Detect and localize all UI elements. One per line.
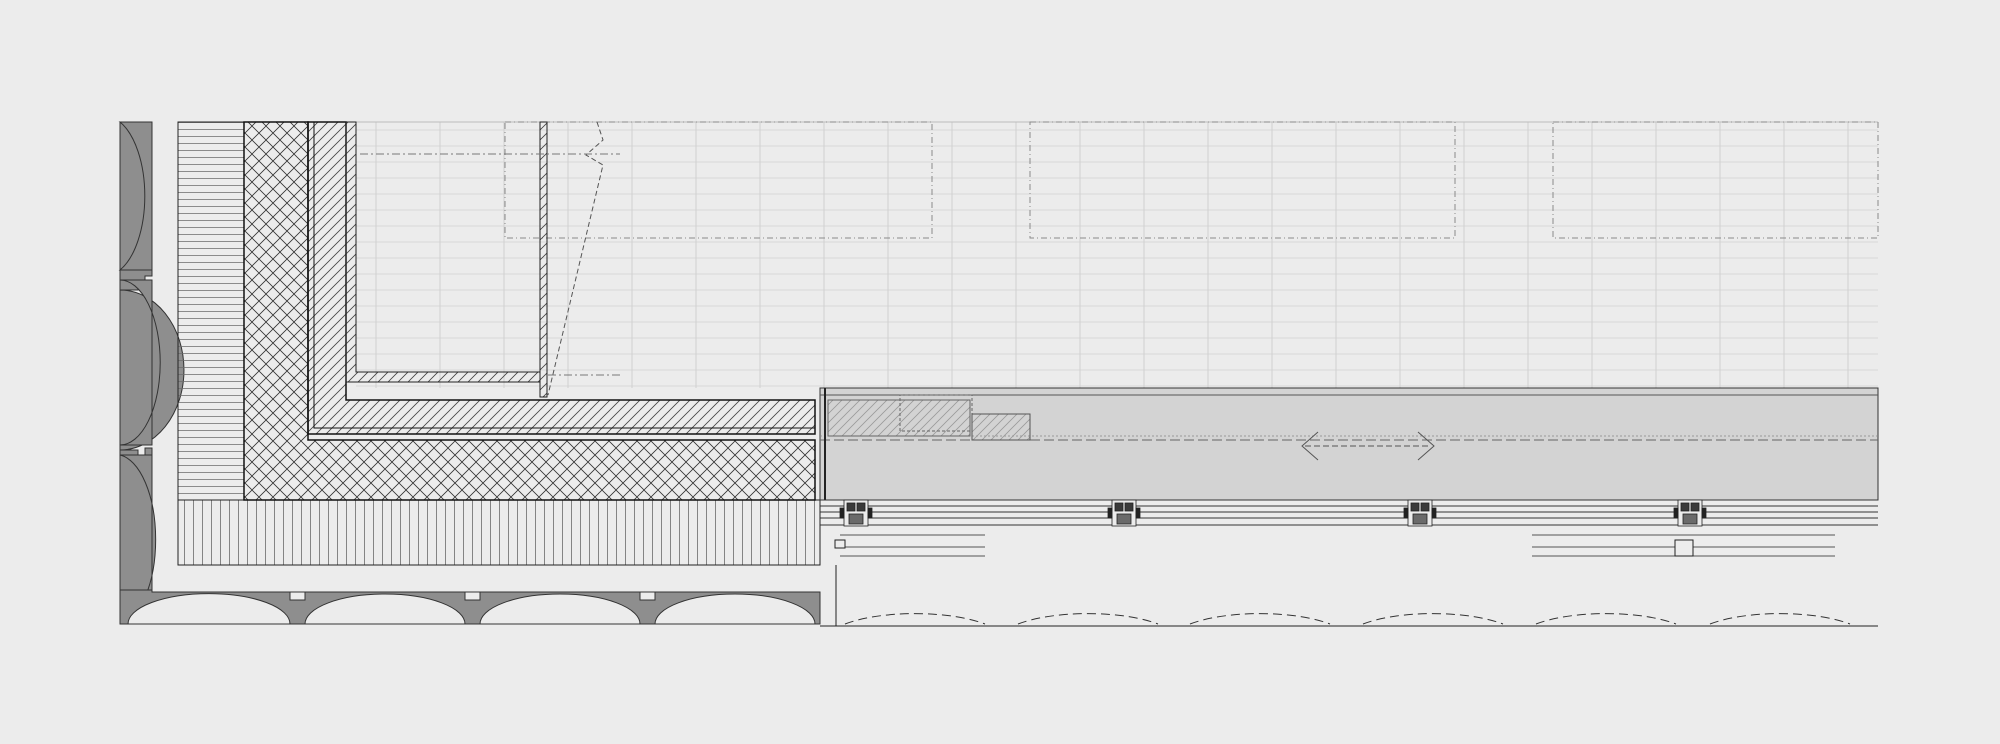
mullion-part xyxy=(1690,502,1700,512)
mullion-part xyxy=(846,502,856,512)
mullion-part xyxy=(1420,502,1430,512)
interior-lining xyxy=(345,121,541,383)
mullion-part xyxy=(1412,513,1428,525)
mullion-part xyxy=(867,507,873,519)
mullion-profile-4 xyxy=(1673,499,1707,527)
wall-inner-line xyxy=(313,122,815,429)
mullion-part xyxy=(1403,507,1409,519)
floor-grid xyxy=(356,121,1878,388)
frame-block-3 xyxy=(971,413,1031,441)
mullion-profile-2 xyxy=(1107,499,1141,527)
window-mullions xyxy=(839,499,1707,527)
door-leaf xyxy=(539,121,548,398)
mullion-part xyxy=(1701,507,1707,519)
mullion-profile-1 xyxy=(839,499,873,527)
door-swing-line xyxy=(547,121,604,396)
exterior-arcs xyxy=(844,613,1851,625)
mullion-profile-3 xyxy=(1403,499,1437,527)
sill-lines xyxy=(820,499,1878,526)
mullion-part xyxy=(1114,502,1124,512)
mullion-part xyxy=(1680,502,1690,512)
mullion-part xyxy=(1673,507,1679,519)
mullion-part xyxy=(848,513,864,525)
mullion-part xyxy=(1682,513,1698,525)
cladding-horizontal xyxy=(177,121,245,501)
mullion-part xyxy=(1107,507,1113,519)
furniture-outline-3 xyxy=(1552,121,1879,239)
mullion-part xyxy=(1410,502,1420,512)
slide-direction-arrow xyxy=(1301,431,1435,461)
bottom-scallops xyxy=(127,593,816,625)
furniture-outline-2 xyxy=(1029,121,1456,239)
mullion-part xyxy=(839,507,845,519)
structural-wall xyxy=(307,121,816,435)
corner-fixing xyxy=(834,539,846,549)
frame-block-1 xyxy=(827,399,971,437)
mullion-part xyxy=(856,502,866,512)
frame-block-2 xyxy=(899,394,973,432)
threshold-fixing xyxy=(1674,539,1694,557)
mullion-part xyxy=(1431,507,1437,519)
bottom-joints xyxy=(289,591,656,601)
glazing-band xyxy=(819,387,1879,501)
furniture-outlines xyxy=(504,121,1879,239)
mullion-part xyxy=(1116,513,1132,525)
mullion-part xyxy=(1135,507,1141,519)
mullion-part xyxy=(1124,502,1134,512)
cladding-vertical xyxy=(177,499,821,566)
door xyxy=(360,121,620,398)
threshold-lines xyxy=(820,534,1878,627)
furniture-outline-1 xyxy=(504,121,933,239)
